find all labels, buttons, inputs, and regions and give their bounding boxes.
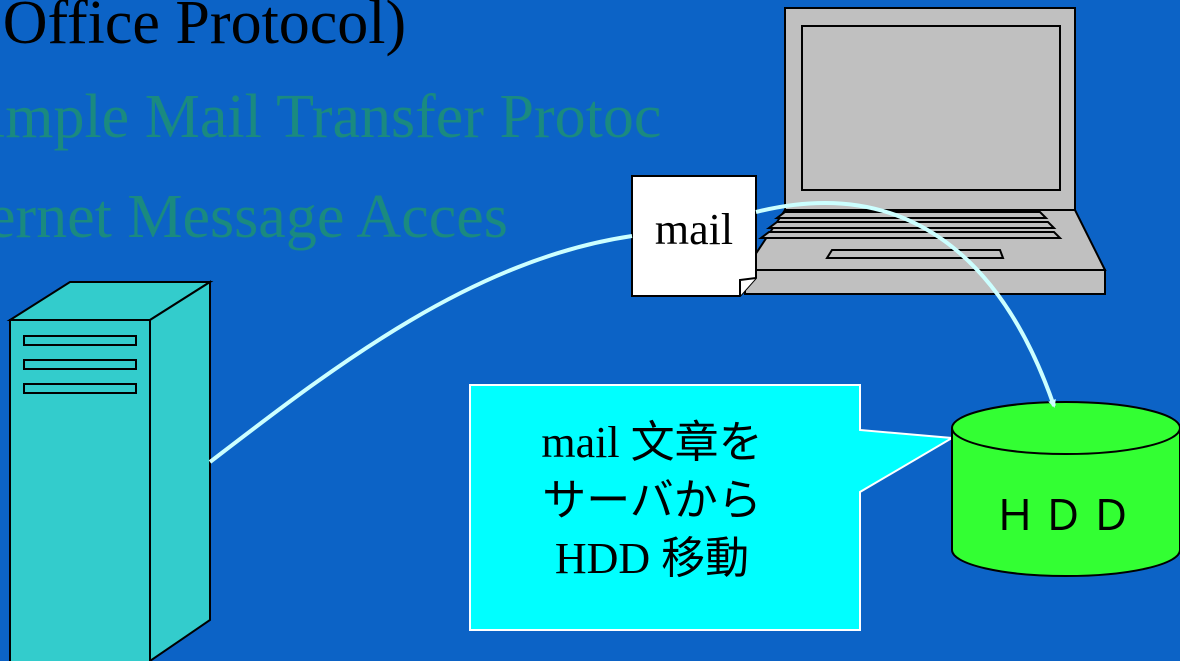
server-tower-icon bbox=[6, 280, 214, 661]
callout-line-1-suffix: 文章を bbox=[630, 417, 763, 468]
transfer-arrow-server-to-laptop bbox=[208, 234, 633, 464]
hdd-label: ＨＤＤ bbox=[993, 491, 1138, 540]
laptop-icon bbox=[743, 7, 1107, 295]
callout-line-3-prefix: HDD bbox=[554, 534, 651, 583]
mail-document-label: mail bbox=[654, 205, 734, 254]
slide-line-pop: t Office Protocol) bbox=[0, 0, 407, 57]
database-cylinder-icon bbox=[951, 401, 1180, 577]
callout-line-3-suffix: 移動 bbox=[661, 533, 750, 584]
callout-line-1: mail 文章を bbox=[470, 414, 834, 472]
callout-line-3: HDD 移動 bbox=[470, 530, 834, 588]
callout-line-1-prefix: mail bbox=[541, 418, 620, 467]
slide-line-smtp: imple Mail Transfer Protoc bbox=[0, 83, 662, 151]
slide-line-imap: ernet Message Acces bbox=[0, 183, 508, 251]
document-icon bbox=[631, 175, 757, 297]
callout-text: mail 文章を サーバから HDD 移動 bbox=[470, 414, 834, 588]
callout-line-2: サーバから bbox=[542, 475, 762, 526]
callout-box bbox=[469, 384, 956, 631]
transfer-arrow-laptop-to-hdd bbox=[755, 201, 1056, 408]
